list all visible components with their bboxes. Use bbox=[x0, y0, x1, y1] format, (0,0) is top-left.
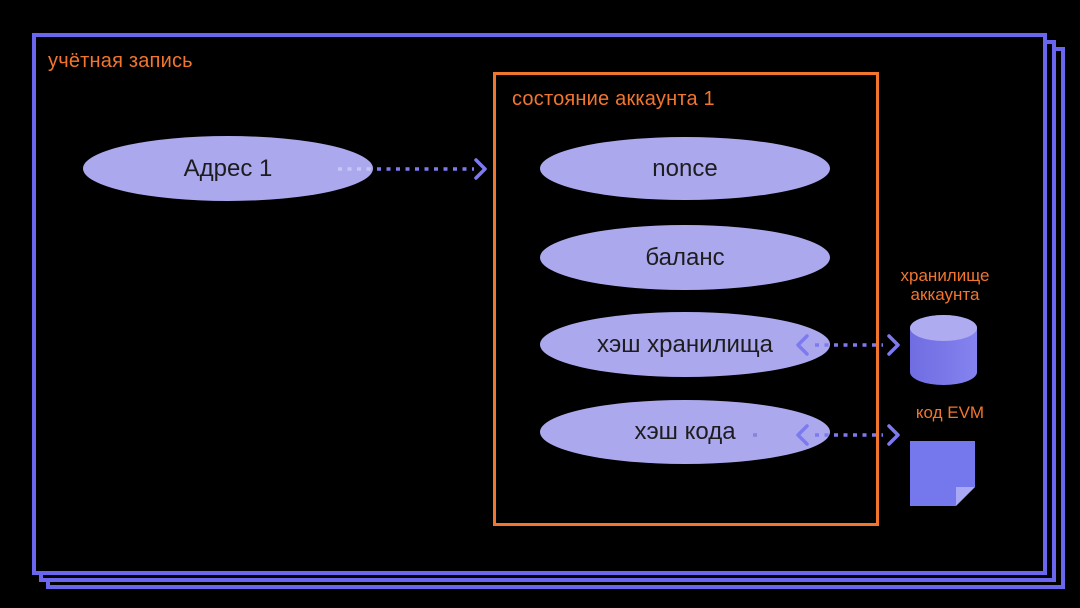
state-item-storage-hash: хэш хранилища bbox=[540, 312, 830, 377]
state-item-label: хэш хранилища bbox=[596, 330, 774, 358]
account-state-label: состояние аккаунта 1 bbox=[512, 88, 715, 110]
address-label: Адрес 1 bbox=[183, 154, 273, 182]
state-item-code-hash: хэш кода bbox=[540, 400, 830, 464]
arrow-address-to-state-icon bbox=[338, 158, 487, 180]
state-item-nonce: nonce bbox=[540, 137, 830, 200]
arrow-storage-hash-to-account-storage-icon bbox=[796, 334, 900, 356]
address-ellipse: Адрес 1 bbox=[83, 136, 373, 201]
state-item-balance: баланс bbox=[540, 225, 830, 290]
account-storage-label-line2: аккаунта bbox=[910, 285, 980, 304]
arrow-code-hash-to-evm-code-icon bbox=[753, 424, 900, 446]
document-icon bbox=[910, 441, 975, 506]
account-box-label: учётная запись bbox=[48, 50, 193, 72]
account-storage-label: хранилище аккаунта bbox=[880, 266, 1010, 304]
state-item-label: баланс bbox=[645, 243, 725, 271]
state-item-label: хэш кода bbox=[634, 418, 736, 445]
database-cylinder-icon bbox=[910, 315, 977, 385]
state-item-label: nonce bbox=[652, 154, 718, 182]
cylinder-top-face bbox=[910, 315, 977, 341]
evm-code-label: код EVM bbox=[915, 403, 985, 422]
account-storage-label-line1: хранилище bbox=[900, 266, 990, 285]
